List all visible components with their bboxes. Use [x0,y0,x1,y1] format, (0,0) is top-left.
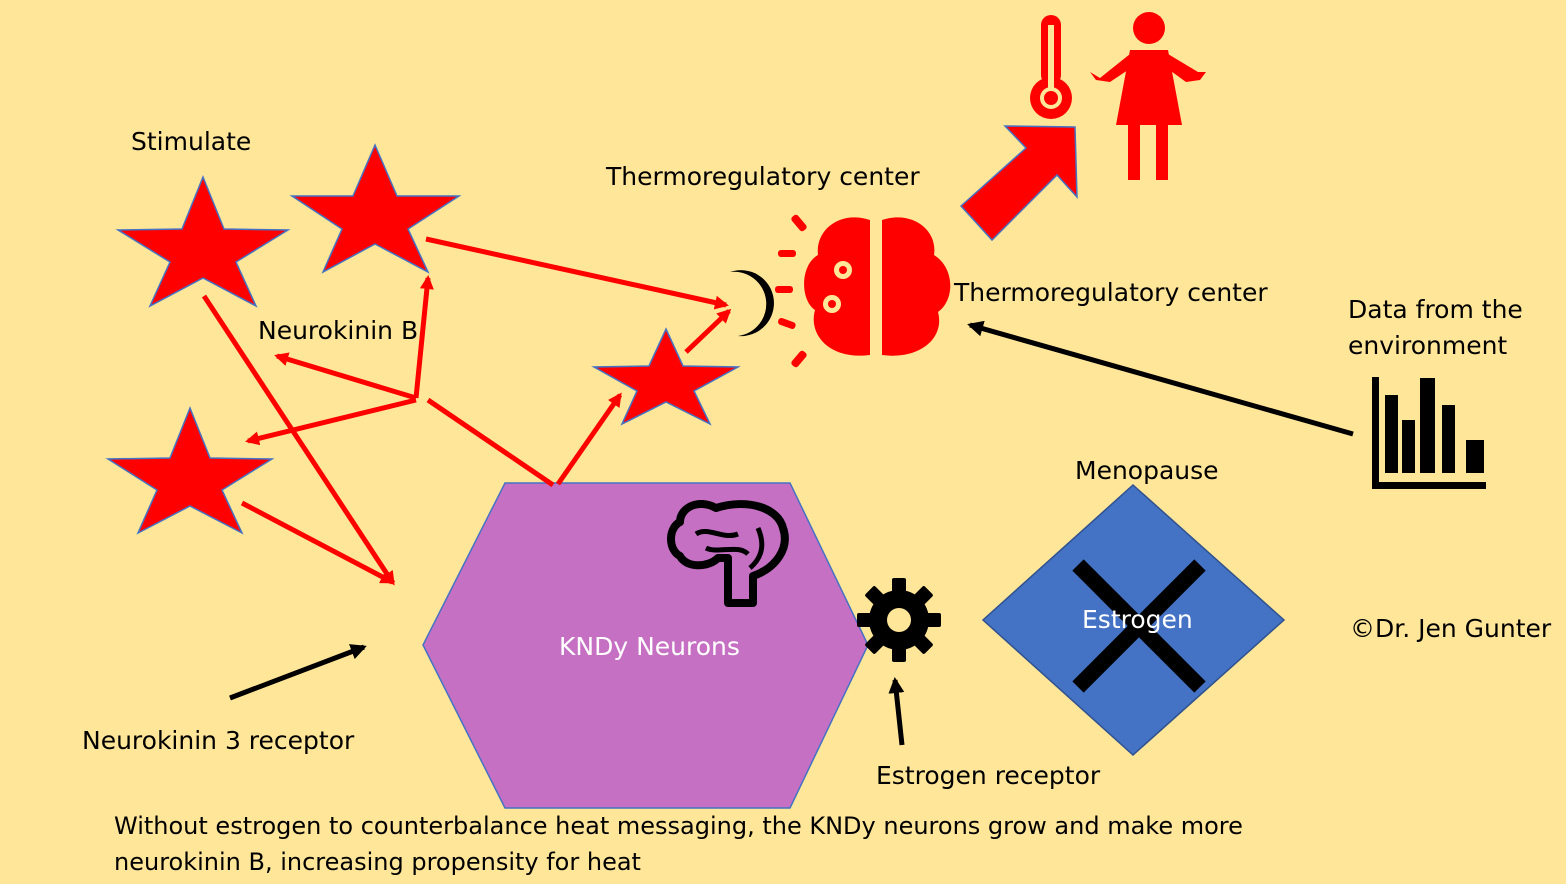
gear-icon [857,578,941,662]
arrow-hex-to-star-center [555,392,623,486]
label-data-environment-line1: Data from the [1348,295,1523,324]
label-kndy-neurons: KNDy Neurons [559,632,740,661]
caption: Without estrogen to counterbalance heat … [114,812,1243,876]
x-mark-icon [1072,559,1206,693]
star-top-middle [289,143,462,274]
arrow-star-top-to-receptor [425,236,729,310]
big-arrow-icon [959,125,1078,242]
arrow-hub-to-star-top [413,275,434,399]
arrow-star-left-to-receptor [240,500,395,585]
brain-icon [667,500,789,607]
label-estrogen-receptor: Estrogen receptor [876,761,1101,790]
label-copyright: ©Dr. Jen Gunter [1350,614,1552,643]
arrow-hex-to-hub [426,397,555,488]
label-neurokinin-b: Neurokinin B [258,316,419,345]
crescent-receptor-icon [730,270,774,337]
arrow-hub-to-neurokinin [274,352,417,401]
label-estrogen: Estrogen [1082,605,1193,634]
arrow-nk3-label-to-receptor [229,644,367,701]
star-center [591,327,741,426]
arrow-data-to-thermo [967,320,1354,437]
label-data-environment-line2: environment [1348,331,1508,360]
woman-icon [1090,12,1206,180]
thermometer-icon [1030,15,1072,119]
bar-chart-icon [1372,377,1486,489]
arrow-stimulate-to-receptor [201,294,396,586]
arrow-er-label-to-gear [888,677,905,746]
label-thermoregulatory-center-right: Thermoregulatory center [954,278,1268,307]
label-menopause: Menopause [1075,456,1219,485]
label-stimulate: Stimulate [131,127,252,156]
label-thermoregulatory-center-top: Thermoregulatory center [606,162,920,191]
thermoregulatory-brain-icon [775,214,951,368]
black-arrows [229,320,1354,746]
arrow-star-center-to-receptor [684,308,732,354]
star-stimulate [115,174,291,308]
star-left [105,405,275,535]
arrow-hub-to-star-left [245,397,417,446]
label-neurokinin-3-receptor: Neurokinin 3 receptor [82,726,355,755]
red-arrows [201,236,732,586]
